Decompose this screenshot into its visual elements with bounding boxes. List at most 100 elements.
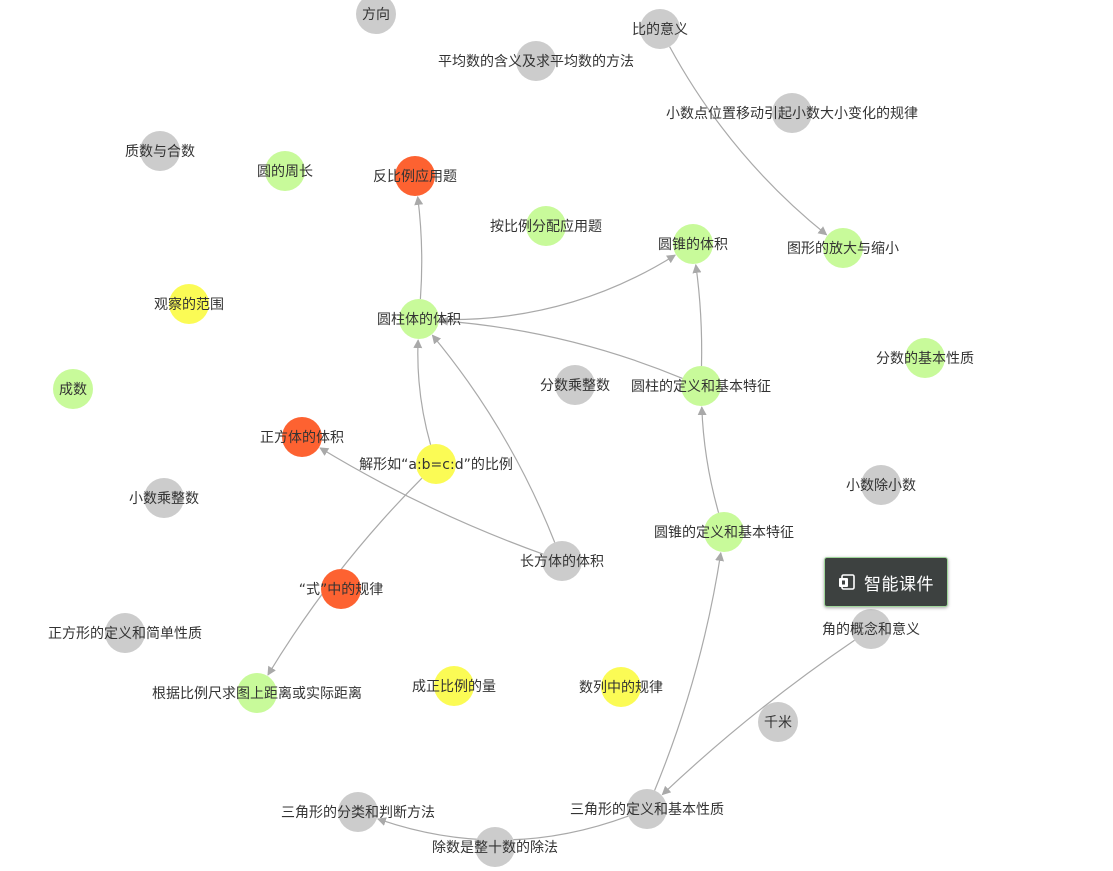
node-label: 成正比例的量: [412, 679, 496, 695]
node-xiaoshuchengzhengshu[interactable]: 小数乘整数: [129, 478, 199, 518]
node-zhengfangxing[interactable]: 正方形的定义和简单性质: [48, 613, 202, 653]
node-shuliezhongguilv[interactable]: 数列中的规律: [579, 667, 663, 707]
node-circle[interactable]: [395, 156, 435, 196]
node-circle[interactable]: [673, 224, 713, 264]
edge-jiexingru-to-yuanzhutiji: [413, 339, 432, 445]
edge-sanjiaoxingdingyi-to-yuanzhuidingyi: [654, 551, 725, 791]
node-circle[interactable]: [237, 673, 277, 713]
node-anbili[interactable]: 按比例分配应用题: [490, 206, 602, 246]
node-yuanzhuitiji[interactable]: 圆锥的体积: [658, 224, 728, 264]
node-zhengfangtitiji[interactable]: 正方体的体积: [260, 417, 344, 457]
edge-yuanzhudingyi-to-yuanzhutiji: [439, 316, 683, 379]
node-fenshuchengzhengshu[interactable]: 分数乘整数: [540, 365, 610, 405]
node-qianmi[interactable]: 千米: [758, 702, 798, 742]
node-label: 平均数的含义及求平均数的方法: [438, 54, 634, 70]
node-fanbili[interactable]: 反比例应用题: [373, 156, 457, 196]
node-label: 按比例分配应用题: [490, 218, 602, 235]
node-circle[interactable]: [681, 366, 721, 406]
node-guancha[interactable]: 观察的范围: [154, 284, 224, 324]
node-circle[interactable]: [105, 613, 145, 653]
node-label: 观察的范围: [154, 296, 224, 313]
node-circle[interactable]: [140, 131, 180, 171]
node-sanjiaoxingfenlei[interactable]: 三角形的分类和判断方法: [281, 792, 435, 832]
node-circle[interactable]: [516, 41, 556, 81]
node-shizhongguilv[interactable]: “式”中的规律: [299, 569, 384, 609]
node-chengshu[interactable]: 成数: [53, 369, 93, 409]
edge-bideyiyi-to-fangdasuoxiao: [669, 46, 828, 236]
node-xiaoshudian[interactable]: 小数点位置移动引起小数大小变化的规律: [666, 93, 918, 133]
node-label: 反比例应用题: [373, 168, 457, 185]
node-jiexingru[interactable]: 解形如“a:b=c:d”的比例: [359, 444, 513, 484]
node-fenshuxingzhi[interactable]: 分数的基本性质: [876, 338, 974, 378]
node-circle[interactable]: [823, 228, 863, 268]
node-circle[interactable]: [282, 417, 322, 457]
node-circle[interactable]: [356, 0, 396, 34]
node-chengzhengbili[interactable]: 成正比例的量: [412, 666, 496, 706]
node-label: 小数乘整数: [129, 491, 199, 507]
node-label: 比的意义: [632, 21, 688, 38]
node-yuanzhuidingyi[interactable]: 圆锥的定义和基本特征: [654, 512, 794, 552]
node-yuandezhouchang[interactable]: 圆的周长: [257, 151, 313, 191]
node-sanjiaoxingdingyi[interactable]: 三角形的定义和基本性质: [570, 789, 724, 829]
node-label: 解形如“a:b=c:d”的比例: [359, 457, 513, 473]
node-label: 除数是整十数的除法: [432, 840, 558, 856]
edge-changfangtitiji-to-yuanzhutiji: [431, 334, 556, 543]
nodes-layer: 方向比的意义平均数的含义及求平均数的方法小数点位置移动引起小数大小变化的规律质数…: [48, 0, 974, 867]
node-fangdasuoxiao[interactable]: 图形的放大与缩小: [787, 228, 899, 268]
node-yuanzhutiji[interactable]: 圆柱体的体积: [377, 299, 461, 339]
edge-yuanzhudingyi-to-yuanzhuitiji: [692, 263, 703, 367]
node-circle[interactable]: [53, 369, 93, 409]
node-circle[interactable]: [321, 569, 361, 609]
node-changfangtitiji[interactable]: 长方体的体积: [520, 541, 604, 581]
node-fangxiang[interactable]: 方向: [356, 0, 396, 34]
node-circle[interactable]: [555, 365, 595, 405]
node-chushu[interactable]: 除数是整十数的除法: [432, 827, 558, 867]
node-bideyiyi[interactable]: 比的意义: [632, 9, 688, 49]
node-circle[interactable]: [526, 206, 566, 246]
node-label: 千米: [764, 715, 792, 731]
node-circle[interactable]: [542, 541, 582, 581]
node-label: “式”中的规律: [299, 582, 384, 598]
node-circle[interactable]: [169, 284, 209, 324]
node-pingjunshu[interactable]: 平均数的含义及求平均数的方法: [438, 41, 634, 81]
node-circle[interactable]: [627, 789, 667, 829]
node-circle[interactable]: [704, 512, 744, 552]
node-circle[interactable]: [265, 151, 305, 191]
node-label: 图形的放大与缩小: [787, 241, 899, 257]
courseware-icon: [837, 572, 857, 592]
node-label: 方向: [362, 7, 390, 23]
node-label: 三角形的分类和判断方法: [281, 805, 435, 821]
node-circle[interactable]: [475, 827, 515, 867]
node-circle[interactable]: [601, 667, 641, 707]
node-xiaoshuchuxiaoshu[interactable]: 小数除小数: [846, 465, 916, 505]
edge-jiaodegainian-to-sanjiaoxingdingyi: [661, 639, 855, 796]
node-circle[interactable]: [338, 792, 378, 832]
node-circle[interactable]: [772, 93, 812, 133]
node-jiaodegainian[interactable]: 角的概念和意义: [822, 609, 920, 649]
node-label: 圆柱的定义和基本特征: [631, 378, 771, 395]
node-circle[interactable]: [758, 702, 798, 742]
node-circle[interactable]: [861, 465, 901, 505]
node-circle[interactable]: [399, 299, 439, 339]
node-label: 分数的基本性质: [876, 350, 974, 367]
node-label: 小数除小数: [846, 478, 916, 494]
node-circle[interactable]: [640, 9, 680, 49]
node-circle[interactable]: [905, 338, 945, 378]
node-label: 根据比例尺求图上距离或实际距离: [152, 685, 362, 702]
node-zhishu[interactable]: 质数与合数: [125, 131, 195, 171]
node-label: 长方体的体积: [520, 554, 604, 570]
edges-layer: [267, 46, 855, 841]
node-circle[interactable]: [416, 444, 456, 484]
node-label: 小数点位置移动引起小数大小变化的规律: [666, 106, 918, 122]
smart-courseware-button[interactable]: 智能课件: [824, 557, 948, 607]
node-label: 角的概念和意义: [822, 621, 920, 638]
edge-yuanzhutiji-to-fanbili: [414, 195, 424, 300]
node-circle[interactable]: [144, 478, 184, 518]
edge-yuanzhutiji-to-yuanzhuitiji: [438, 254, 676, 321]
node-circle[interactable]: [434, 666, 474, 706]
node-genjubilichi[interactable]: 根据比例尺求图上距离或实际距离: [152, 673, 362, 713]
edge-changfangtitiji-to-zhengfangtitiji: [319, 447, 544, 555]
node-yuanzhudingyi[interactable]: 圆柱的定义和基本特征: [631, 366, 771, 406]
node-circle[interactable]: [851, 609, 891, 649]
